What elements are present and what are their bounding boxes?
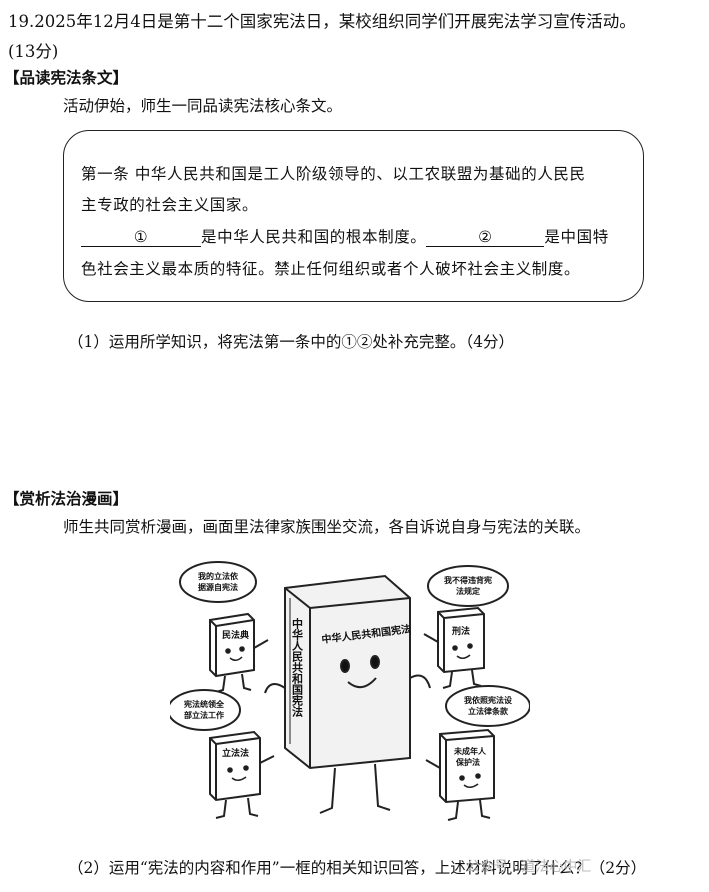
sub-question-2: （2）运用“宪法的内容和作用”一框的相关知识回答，上述材料说明了什么？（2分） xyxy=(68,859,647,877)
article-line-3-end: 是中国特 xyxy=(544,228,609,246)
civil-bubble-line-2: 据源自宪法 xyxy=(198,582,238,592)
section-heading-cartoon: 【赏析法治漫画】 xyxy=(4,489,129,508)
section-intro-constitution: 活动伊始，师生一同品读宪法核心条文。 xyxy=(63,97,343,115)
legislation-bubble-line-1: 宪法统领全 xyxy=(184,699,225,709)
minor-bubble-line-1: 我依照宪法设 xyxy=(464,695,512,705)
answer-blank-1[interactable]: ① xyxy=(81,228,201,247)
minor-protection-law-illustration: 我依照宪法设 立法律条款 未成年人 保护法 xyxy=(425,685,531,821)
civil-code-illustration: 我的立法依 据源自宪法 民法典 xyxy=(179,561,269,693)
section-intro-cartoon: 师生共同赏析漫画，画面里法律家族围坐交流，各自诉说自身与宪法的关联。 xyxy=(63,518,591,536)
minor-law-label-line-2: 保护法 xyxy=(455,757,480,767)
criminal-law-label: 刑法 xyxy=(452,625,470,637)
minor-law-label-line-1: 未成年人 xyxy=(453,746,487,756)
watermark: 公众号 · 道法心中汇 xyxy=(466,859,592,875)
answer-blank-2[interactable]: ② xyxy=(426,228,545,247)
question-score: (13分) xyxy=(8,42,59,61)
civil-bubble-line-1: 我的立法依 xyxy=(198,571,239,581)
civil-code-label: 民法典 xyxy=(222,629,249,641)
article-line-2: 主专政的社会主义国家。 xyxy=(81,196,259,214)
minor-bubble-line-2: 立法律条款 xyxy=(468,706,509,716)
criminal-law-illustration: 我不得违背宪 法规定 刑法 xyxy=(423,565,509,689)
constitution-spine-title: 中华人民共和国宪法 xyxy=(291,617,304,718)
question-title: 19.2025年12月4日是第十二个国家宪法日，某校组织同学们开展宪法学习宣传活… xyxy=(8,12,636,31)
constitution-book-illustration: 中华人民共和国宪法 中华人民共和国宪法 xyxy=(264,574,431,814)
section-heading-constitution: 【品读宪法条文】 xyxy=(4,68,129,87)
article-line-1: 第一条 中华人民共和国是工人阶级领导的、以工农联盟为基础的人民民 xyxy=(81,165,586,183)
criminal-bubble-line-1: 我不得违背宪 xyxy=(444,575,492,585)
article-line-3-mid: 是中华人民共和国的根本制度。 xyxy=(201,228,427,246)
sub-question-1: （1）运用所学知识，将宪法第一条中的①②处补充完整。（4分） xyxy=(68,333,514,351)
legislation-bubble-line-2: 部立法工作 xyxy=(184,710,224,720)
article-line-4: 色社会主义最本质的特征。禁止任何组织或者个人破坏社会主义制度。 xyxy=(81,260,581,278)
constitution-article-box xyxy=(63,130,644,302)
legislation-law-label: 立法法 xyxy=(222,747,249,759)
legislation-law-illustration: 宪法统领全 部立法工作 立法法 xyxy=(167,689,275,819)
criminal-bubble-line-2: 法规定 xyxy=(456,586,480,596)
law-family-cartoon: 中华人民共和国宪法 中华人民共和国宪法 我的立法依 据源自宪法 民法典 xyxy=(167,558,531,858)
